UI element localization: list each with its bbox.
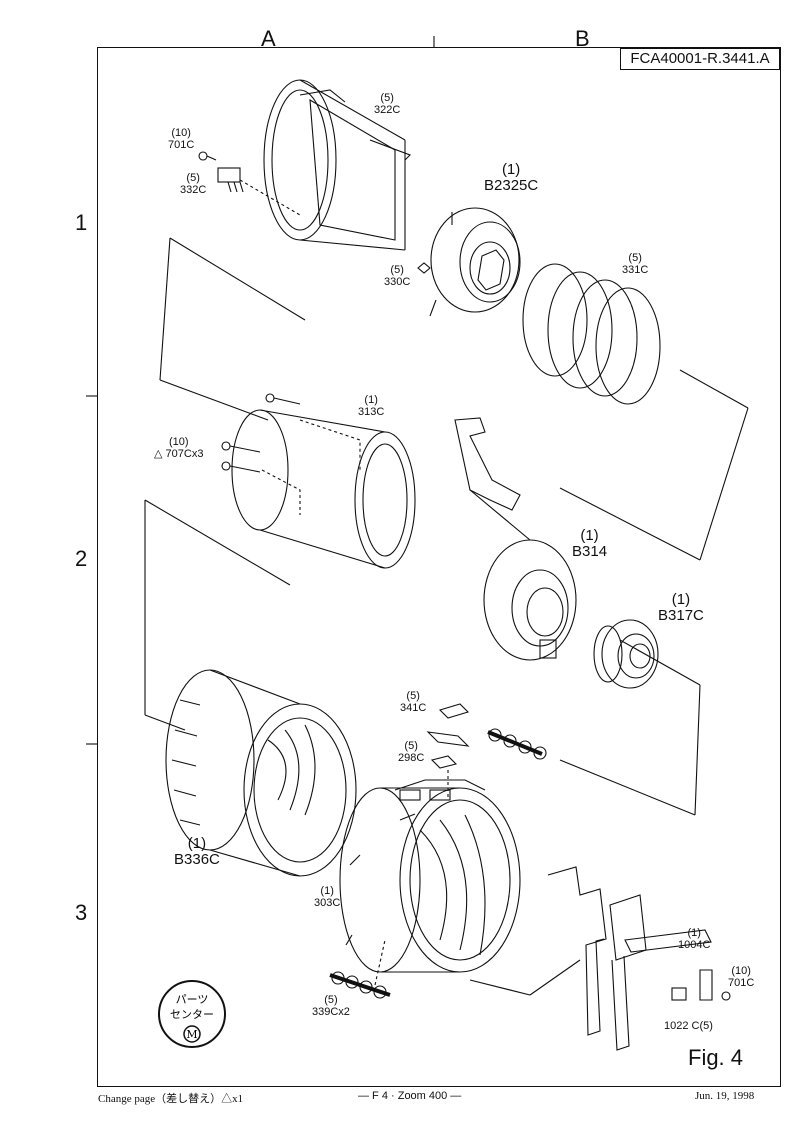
part-label: 1022 C(5) [664, 1020, 713, 1032]
figure-code: FCA40001-R.3441.A [620, 48, 780, 70]
parts-center-stamp: パーツ センター M [158, 980, 226, 1048]
part-322c-drawing [263, 79, 411, 251]
part-label: (5)330C [384, 264, 411, 288]
part-339c-drawing [329, 939, 391, 999]
part-b317c-drawing [593, 619, 659, 689]
part-label: (1)B336C [174, 835, 220, 868]
part-label: (5)322C [374, 92, 401, 116]
svg-text:M: M [186, 1028, 197, 1041]
part-label: (5)298C [398, 740, 425, 764]
part-label: (10)△ 707Cx3 [154, 436, 204, 460]
part-label: (10)701C [168, 127, 195, 151]
part-label: (1)303C [314, 885, 341, 909]
part-332c-drawing [198, 151, 301, 216]
row-label-2: 2 [75, 546, 88, 571]
figure-label: Fig. 4 [688, 1045, 744, 1070]
footer-page-id: — F 4 · Zoom 400 — [358, 1090, 462, 1102]
part-label: (5)332C [180, 172, 207, 196]
svg-text:パーツ: パーツ [176, 993, 209, 1006]
part-label: (1)B314 [572, 527, 608, 560]
part-label: (10)701C [728, 965, 755, 989]
drawing-frame [97, 47, 781, 1087]
part-b336c-drawing [165, 669, 357, 877]
part-341c-298c-drawing [426, 703, 547, 800]
part-label: (1)313C [358, 394, 385, 418]
column-label-a: A [261, 26, 276, 51]
row-label-3: 3 [75, 900, 88, 925]
svg-text:センター: センター [170, 1008, 214, 1021]
part-label: (5)331C [622, 252, 649, 276]
column-label-b: B [575, 26, 590, 51]
part-label: (1)B2325C [484, 161, 539, 194]
part-label: (1)1004C [678, 927, 711, 951]
row-label-1: 1 [75, 210, 88, 235]
part-1004c-drawing [547, 866, 731, 1051]
part-b314-drawing [454, 417, 577, 661]
footer-change-page: Change page（差し替え）△x1 [98, 1093, 244, 1105]
part-b2325c-drawing [417, 207, 521, 317]
part-303c-drawing [339, 779, 521, 973]
part-label: (5)341C [400, 690, 427, 714]
part-313c-drawing [221, 393, 416, 569]
part-label: (5)339Cx2 [312, 994, 350, 1018]
part-331c-spring-drawing [522, 263, 661, 405]
part-label: (1)B317C [658, 591, 704, 624]
footer-date: Jun. 19, 1998 [695, 1090, 755, 1102]
